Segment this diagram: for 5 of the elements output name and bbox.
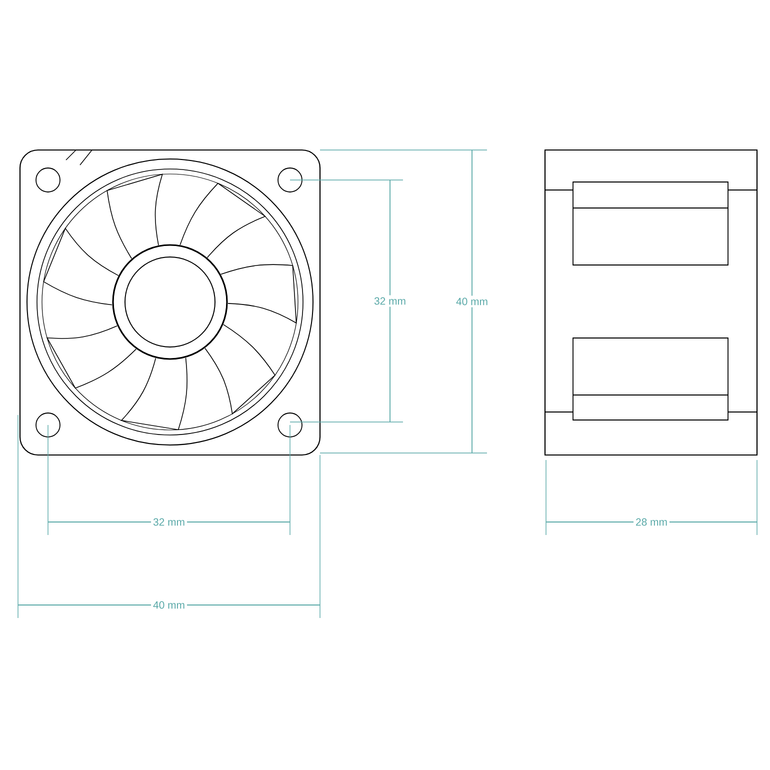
dimension-label: 28 mm — [634, 516, 670, 528]
dimension-label: 40 mm — [151, 599, 187, 611]
dimension-label: 40 mm — [454, 296, 490, 308]
dimension-label: 32 mm — [372, 295, 408, 307]
dimension-label: 32 mm — [151, 516, 187, 528]
